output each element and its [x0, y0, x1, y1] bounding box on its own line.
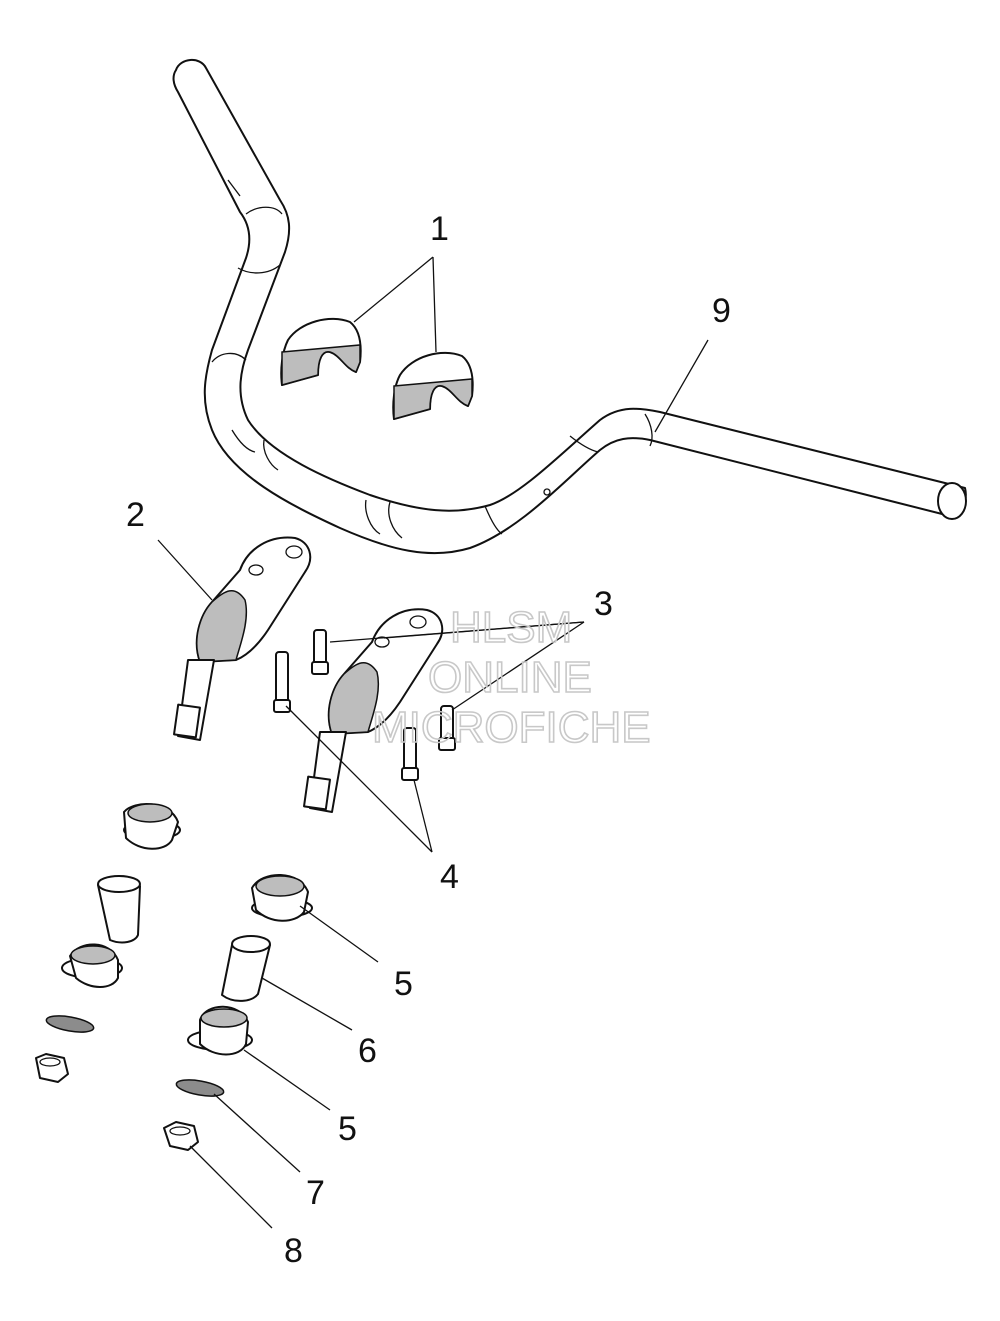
callout-5-upper: 5	[394, 965, 413, 1003]
bolt-long-1	[273, 651, 291, 713]
callout-numbers: 1 9 2 3 4 5 6 5 7 8	[126, 210, 731, 1270]
handlebar-part-9	[172, 59, 967, 555]
watermark-line-1: HLSM	[450, 603, 572, 652]
bolt-long-2	[401, 727, 419, 781]
washer-part-7	[175, 1079, 225, 1097]
left-stack	[35, 802, 181, 1083]
callout-2: 2	[126, 496, 145, 534]
upper-clamp-left	[280, 317, 362, 386]
nut-part-8	[163, 1121, 199, 1151]
watermark: HLSM ONLINE MICROFICHE	[371, 602, 651, 753]
callout-9: 9	[712, 292, 731, 330]
bushing-lower-part-5	[187, 1005, 253, 1056]
leader-lines	[157, 256, 709, 1229]
riser-right	[303, 608, 444, 813]
upper-clamp-right	[392, 351, 474, 420]
callout-3: 3	[594, 585, 613, 623]
watermark-line-2: ONLINE	[428, 653, 592, 702]
bolt-short-2	[438, 705, 456, 751]
callout-5-lower: 5	[338, 1110, 357, 1148]
callout-1: 1	[430, 210, 449, 248]
bushing-upper-part-5	[251, 874, 313, 922]
bolt-short-1	[311, 629, 329, 675]
callout-7: 7	[306, 1174, 325, 1212]
sleeve-part-6	[221, 935, 271, 1002]
callout-6: 6	[358, 1032, 377, 1070]
callout-8: 8	[284, 1232, 303, 1270]
callout-4: 4	[440, 858, 459, 896]
riser-left-part-2	[173, 536, 312, 741]
watermark-line-3: MICROFICHE	[372, 703, 651, 752]
